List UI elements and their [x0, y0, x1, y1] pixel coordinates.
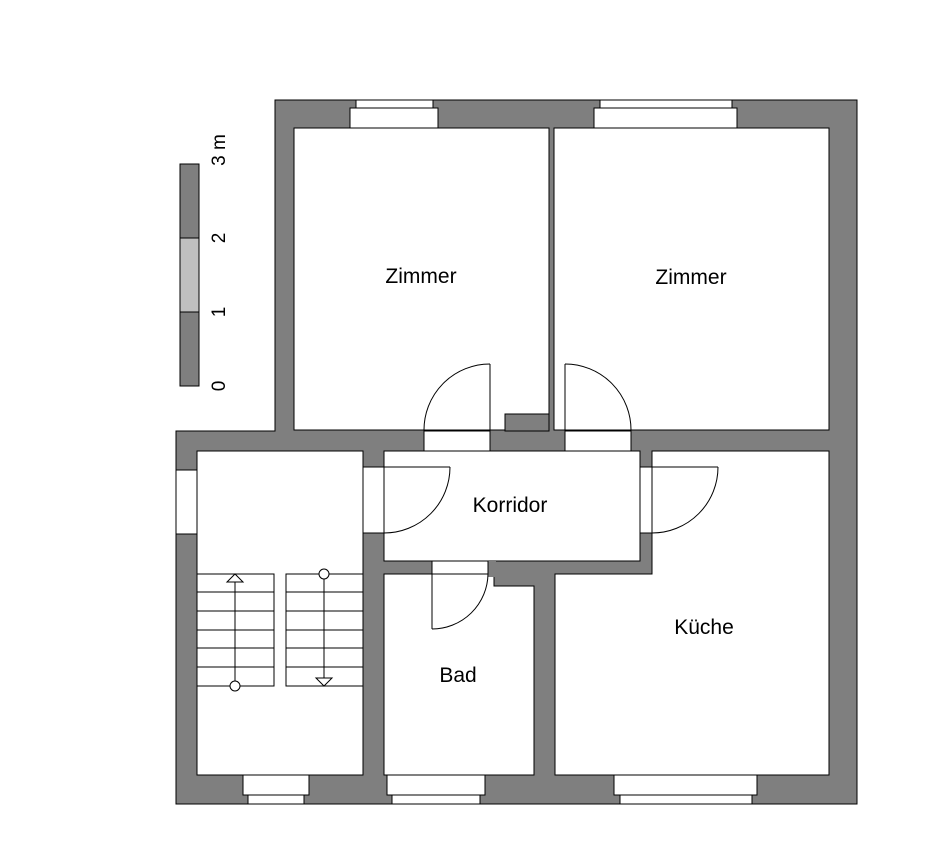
doors [362, 363, 719, 630]
door-zimmer-left [423, 363, 491, 452]
scale-bar: 0 1 2 3 m [179, 134, 230, 392]
stair-top-circle [318, 568, 330, 580]
door-stairwell [362, 466, 451, 534]
scale-label-2: 2 [209, 233, 230, 244]
window-top-left [349, 99, 439, 129]
window-stairwell-left [175, 469, 198, 535]
floor-korridor [383, 450, 641, 562]
room-labels: Zimmer Zimmer Korridor Küche Bad [385, 265, 733, 687]
wall-stub-bad [488, 561, 496, 577]
door-zimmer-right [564, 363, 632, 452]
window-bottom-kueche [613, 774, 758, 805]
stair-flight-right [285, 568, 364, 687]
stair-arrow-up-icon [225, 573, 245, 583]
floor-zimmer-left [293, 127, 550, 431]
label-korridor: Korridor [473, 494, 548, 517]
scale-label-3m: 3 m [209, 134, 230, 166]
label-bad: Bad [439, 664, 476, 687]
stair-start-circle [229, 680, 241, 692]
scale-segment-1-2 [179, 237, 200, 313]
door-bad [431, 560, 489, 630]
wall-notch [504, 413, 550, 432]
scale-label-1: 1 [209, 307, 230, 318]
window-bottom-bad [386, 774, 486, 805]
stairs [196, 568, 364, 692]
window-top-right [593, 99, 738, 129]
label-kueche: Küche [674, 616, 734, 639]
scale-segment-0-1 [179, 311, 200, 387]
stair-flight-left [196, 573, 275, 692]
label-zimmer-left: Zimmer [385, 265, 456, 288]
windows [175, 99, 758, 805]
scale-label-0: 0 [209, 381, 230, 392]
stair-arrow-down-icon [314, 677, 334, 687]
floor-zimmer-right [553, 127, 830, 431]
scale-segment-2-3 [179, 163, 200, 239]
door-kueche [639, 466, 719, 534]
label-zimmer-right: Zimmer [655, 266, 726, 289]
floor-kueche [554, 450, 830, 776]
window-bottom-stairwell [242, 774, 310, 805]
